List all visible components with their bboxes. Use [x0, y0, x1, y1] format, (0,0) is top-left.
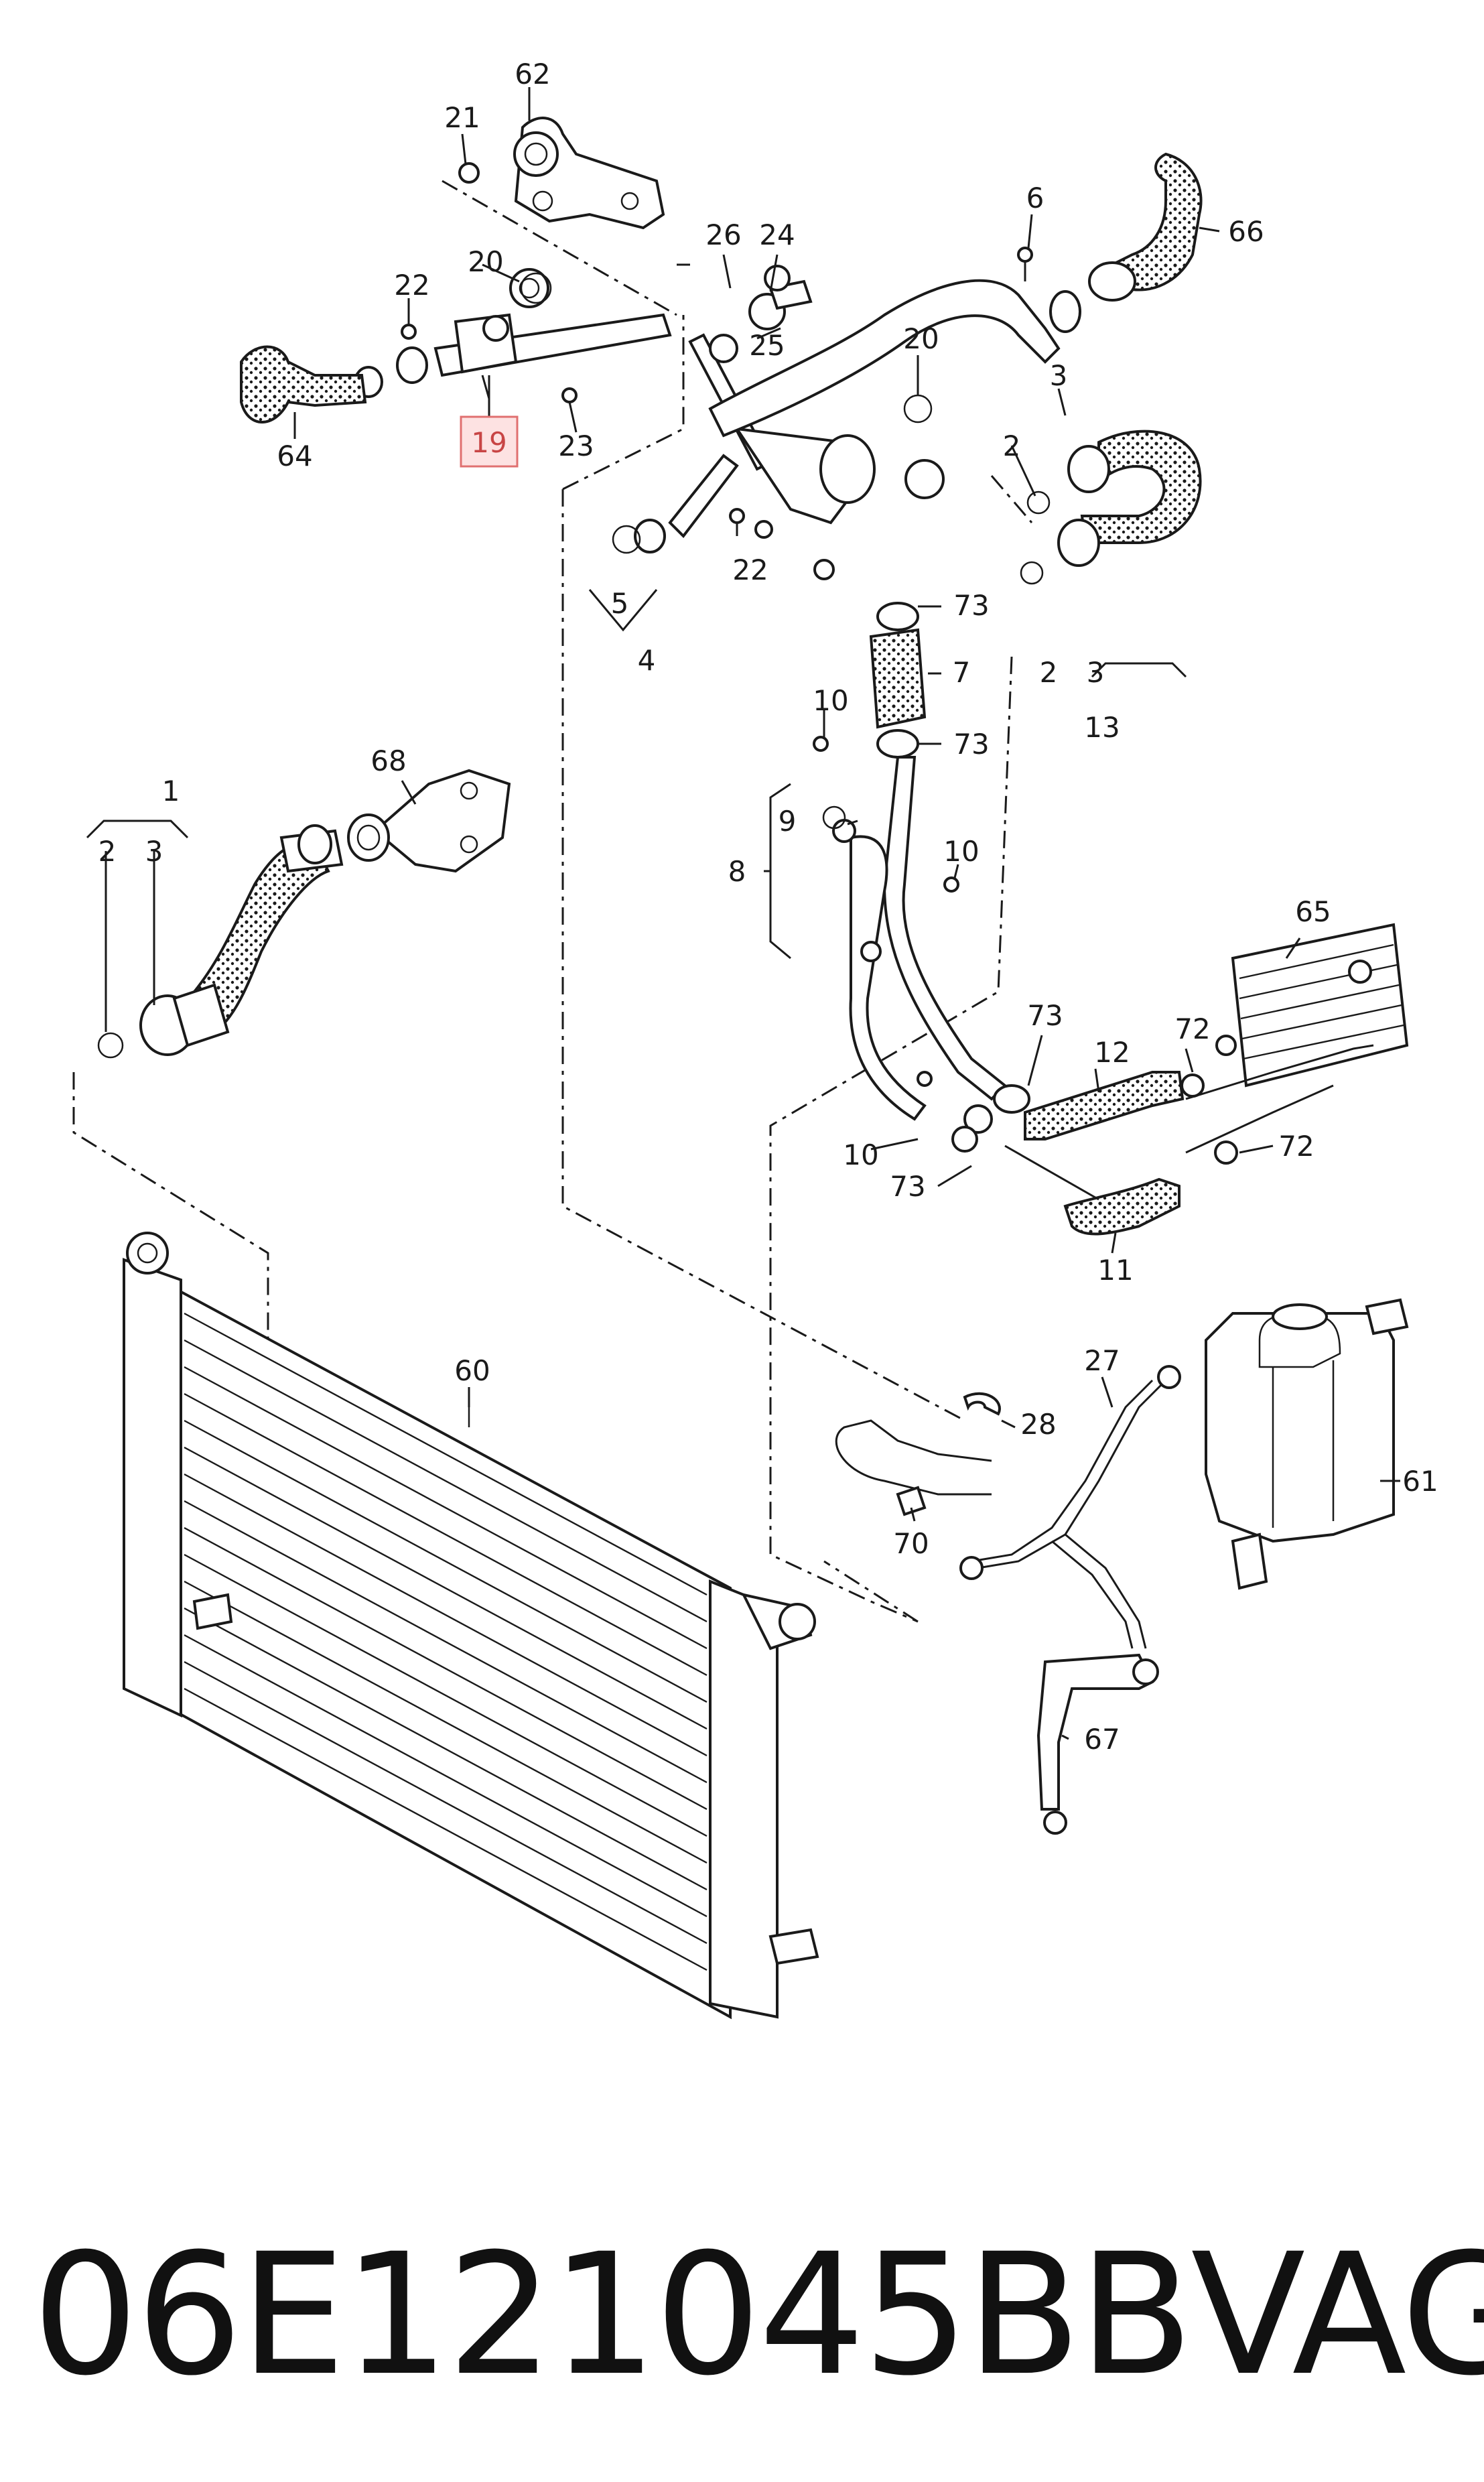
coolant-flange-part — [458, 117, 665, 230]
highlighted-callout-19: 19 — [460, 375, 519, 468]
callout-2-upper: 2 — [1003, 430, 1021, 462]
callout-73-b: 73 — [953, 728, 989, 761]
coolant-pipe-assembly-part — [354, 268, 1081, 580]
callout-2-right: 2 — [1040, 656, 1058, 689]
callout-3-right: 3 — [1087, 656, 1105, 689]
hose-11-part — [1063, 1177, 1181, 1236]
expansion-tank-part — [1205, 1298, 1409, 1590]
callout-23: 23 — [558, 430, 594, 462]
callout-10-upper: 10 — [813, 684, 848, 717]
callout-60: 60 — [454, 1354, 490, 1387]
hose-66-clamp — [1088, 261, 1136, 302]
callout-73-a: 73 — [953, 589, 989, 622]
callout-20-upper: 20 — [468, 245, 503, 278]
assembly-dashed-lines — [72, 180, 1033, 1623]
callout-13: 13 — [1084, 711, 1120, 744]
callout-72-lower: 72 — [1278, 1130, 1314, 1163]
hose-66-part — [1103, 152, 1203, 291]
radiator-fins — [184, 1312, 707, 1971]
callout-9: 9 — [779, 805, 797, 838]
callout-28: 28 — [1020, 1408, 1056, 1441]
callout-25: 25 — [749, 329, 785, 362]
callout-10-mid: 10 — [943, 835, 979, 868]
callout-21: 21 — [444, 101, 480, 134]
callout-70: 70 — [893, 1527, 929, 1560]
callout-labels: 62 21 6 66 26 24 20 22 25 20 3 64 23 2 5… — [98, 58, 1438, 1756]
callout-20-right: 20 — [903, 322, 939, 355]
oil-cooler-pipes — [1185, 1044, 1374, 1100]
callout-5: 5 — [611, 587, 629, 620]
callout-24: 24 — [759, 218, 795, 251]
clip-28-part — [963, 1392, 1001, 1416]
callout-8: 8 — [728, 855, 746, 888]
callout-4: 4 — [638, 644, 656, 677]
callout-6: 6 — [1026, 182, 1044, 214]
callout-73-c: 73 — [1027, 999, 1063, 1032]
callout-7: 7 — [953, 656, 971, 689]
hose-13-part — [1080, 430, 1202, 544]
hose-27-part — [977, 1379, 1167, 1569]
radiator-part — [123, 1232, 819, 2020]
callout-12: 12 — [1094, 1036, 1130, 1069]
hose-12-part — [1024, 1071, 1185, 1140]
callout-68: 68 — [370, 744, 406, 777]
callout-10-lower: 10 — [843, 1138, 878, 1171]
callout-73-d: 73 — [890, 1170, 925, 1203]
leader-lines — [86, 87, 1400, 1740]
callout-3-upper: 3 — [1050, 359, 1068, 392]
callout-65: 65 — [1295, 895, 1331, 928]
hose-7-part — [869, 628, 927, 729]
part-number-text: 06E121045BB — [32, 2217, 1193, 2412]
oil-cooler-part — [1215, 923, 1409, 1088]
callout-61: 61 — [1402, 1465, 1438, 1498]
fasteners — [97, 247, 1238, 1165]
hose-64-part — [240, 345, 367, 423]
callout-64: 64 — [277, 440, 312, 472]
coolant-system-exploded-diagram: 62 21 6 66 26 24 20 22 25 20 3 64 23 2 5… — [72, 58, 1438, 2020]
callout-27: 27 — [1084, 1344, 1120, 1377]
callout-3-left: 3 — [145, 835, 163, 868]
callout-62: 62 — [515, 58, 550, 90]
callout-67: 67 — [1084, 1723, 1120, 1756]
highlighted-callout-label: 19 — [471, 426, 507, 459]
callout-26: 26 — [705, 218, 741, 251]
callout-22-mid: 22 — [732, 553, 768, 586]
callout-72-upper: 72 — [1174, 1013, 1210, 1045]
clip-70-part — [896, 1486, 927, 1516]
brand-text: VAG — [1191, 2217, 1484, 2412]
callout-66: 66 — [1228, 215, 1264, 248]
caption-bar: 06E121045BB VAG — [0, 2174, 1484, 2456]
thermostat-housing-part — [347, 769, 511, 873]
callout-2-left: 2 — [98, 835, 117, 868]
callout-22-upper: 22 — [394, 269, 429, 302]
callout-11: 11 — [1097, 1254, 1133, 1287]
callout-1: 1 — [162, 775, 180, 807]
